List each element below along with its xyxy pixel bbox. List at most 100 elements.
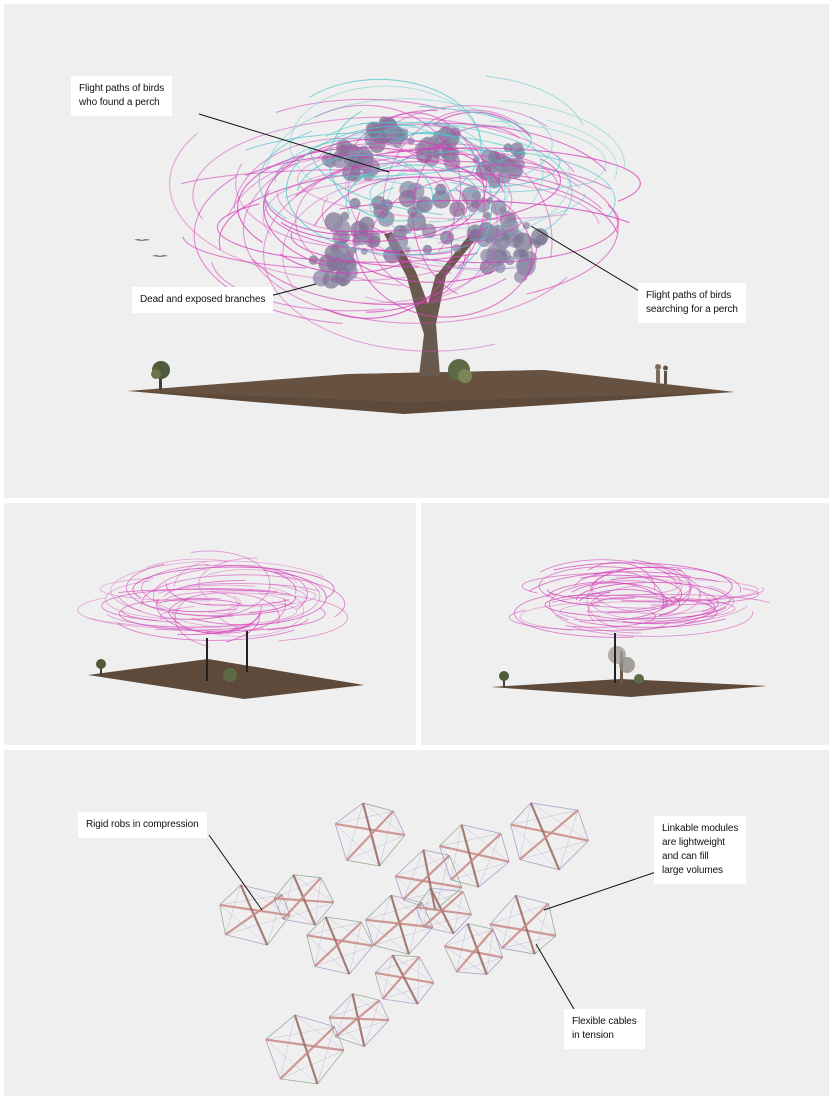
tensegrity-modules xyxy=(219,802,589,1085)
cable xyxy=(273,898,316,926)
tensegrity-module xyxy=(306,916,374,975)
canopy-cluster xyxy=(502,232,511,240)
rod xyxy=(389,894,410,955)
cable xyxy=(510,809,579,825)
cable xyxy=(408,927,434,955)
annotation-flexible-cables: Flexible cables in tension xyxy=(564,1009,645,1049)
cable xyxy=(280,1078,318,1085)
flight-path xyxy=(159,598,243,605)
tensegrity-module xyxy=(415,887,472,935)
cable xyxy=(334,1026,345,1051)
flight-path xyxy=(206,588,317,607)
flight-path xyxy=(572,611,753,637)
flight-path xyxy=(140,574,346,618)
flight-path xyxy=(105,580,225,620)
cable xyxy=(334,823,347,861)
cable xyxy=(317,1026,335,1084)
flight-path xyxy=(118,588,291,595)
flight-path xyxy=(159,605,195,621)
cable xyxy=(415,887,431,908)
cable xyxy=(394,849,424,877)
flight-path xyxy=(209,591,239,618)
cable xyxy=(325,916,362,923)
flight-path xyxy=(165,590,265,601)
flight-path xyxy=(344,121,506,208)
tensegrity-module xyxy=(439,824,510,888)
cable xyxy=(510,802,532,825)
flight-path xyxy=(262,160,489,236)
flight-path xyxy=(249,595,296,613)
cable xyxy=(265,1039,281,1080)
cable xyxy=(282,918,316,926)
flight-path xyxy=(182,236,307,269)
flight-path xyxy=(567,594,712,613)
cable xyxy=(365,919,374,946)
flight-path xyxy=(659,579,759,602)
cable xyxy=(548,903,557,936)
leader-searching xyxy=(530,225,645,295)
flight-path xyxy=(324,232,453,319)
flight-path xyxy=(437,174,513,244)
flight-path xyxy=(386,147,559,186)
flight-path xyxy=(687,598,736,619)
flight-path xyxy=(359,121,573,233)
leader-rigid xyxy=(208,834,263,911)
flight-path xyxy=(126,563,233,617)
cable xyxy=(382,955,393,1000)
flight-path xyxy=(644,580,681,595)
rod xyxy=(279,1025,336,1080)
shrub-icon xyxy=(634,674,644,684)
flight-path xyxy=(280,187,468,242)
cable xyxy=(417,982,435,1005)
cable xyxy=(416,907,454,934)
cable xyxy=(335,1019,390,1038)
flight-path xyxy=(391,131,493,270)
flight-path xyxy=(106,613,254,629)
cable xyxy=(489,903,549,925)
canopy-cluster xyxy=(471,199,480,209)
flight-path xyxy=(615,576,710,606)
flight-path xyxy=(297,154,434,205)
cable xyxy=(346,859,380,867)
cable xyxy=(430,887,464,892)
cable xyxy=(534,935,557,955)
annotation-dead-branches: Dead and exposed branches xyxy=(132,287,274,313)
flight-path xyxy=(214,564,308,610)
cable xyxy=(462,891,472,915)
cable xyxy=(439,824,462,847)
cable xyxy=(444,929,494,947)
flight-path xyxy=(233,137,456,252)
cable xyxy=(362,802,406,836)
flight-path xyxy=(216,203,478,263)
flight-path xyxy=(242,163,568,324)
cable xyxy=(439,833,502,847)
flight-path xyxy=(621,586,764,602)
flight-path xyxy=(352,160,580,188)
rod xyxy=(529,802,561,871)
flight-path xyxy=(227,155,471,303)
leader-cables xyxy=(535,943,579,1017)
flight-path xyxy=(156,597,286,634)
leader-found xyxy=(198,113,390,173)
flight-path xyxy=(508,609,698,631)
flight-path xyxy=(321,196,516,270)
cable xyxy=(328,993,353,1018)
cable xyxy=(349,922,362,975)
flight-path xyxy=(579,618,727,628)
canopy-cluster xyxy=(531,228,549,246)
cable xyxy=(273,898,284,920)
poles-scene xyxy=(77,550,364,699)
canopy-cluster xyxy=(347,173,355,180)
cable xyxy=(325,916,374,946)
flight-path xyxy=(555,614,642,634)
flight-path xyxy=(637,607,727,620)
flight-path xyxy=(367,245,453,256)
cable xyxy=(273,877,322,899)
cable xyxy=(392,810,406,836)
cable xyxy=(317,1050,345,1085)
cable xyxy=(418,956,435,984)
flight-path xyxy=(132,566,335,599)
rod xyxy=(313,921,363,968)
cable xyxy=(379,1000,390,1021)
flight-path xyxy=(590,566,683,588)
